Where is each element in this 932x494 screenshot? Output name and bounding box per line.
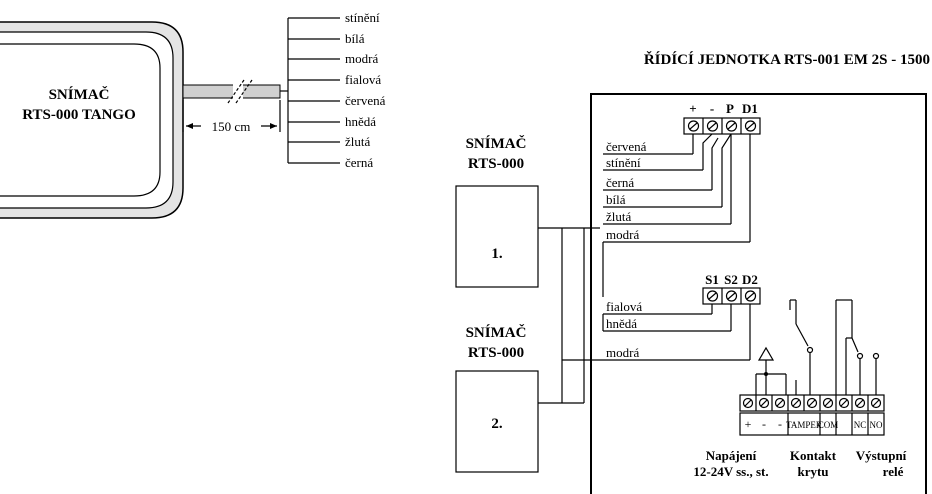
wire-1-4: žlutá [606, 209, 631, 224]
cable-color-1: bílá [345, 31, 365, 46]
terminal-1-label-0: + [689, 101, 696, 116]
cable-color-0: stínění [345, 10, 380, 25]
tamper-label-2: krytu [797, 464, 828, 479]
sensor-2-title-1: SNÍMAČ [466, 324, 527, 341]
cable-color-6: žlutá [345, 134, 370, 149]
strip-label-4: COM [818, 420, 839, 430]
strip-label-1: - [762, 417, 766, 431]
terminal-2-label-2: D2 [742, 272, 758, 287]
wire-1-2: černá [606, 175, 634, 190]
ground-symbol [755, 346, 787, 395]
bottom-terminal-strip: + - - TAMPER COM NC NO [739, 394, 885, 436]
tamper-label-1: Kontakt [790, 448, 837, 463]
cable-color-list: stínění bílá modrá fialová červená hnědá… [287, 10, 386, 170]
sensor-2: SNÍMAČ RTS-000 2. [455, 324, 539, 473]
strip-label-0: + [745, 417, 752, 431]
terminal-2-label-1: S2 [724, 272, 738, 287]
sensor-1: SNÍMAČ RTS-000 1. [455, 135, 539, 288]
block-1-wiring: červená stínění černá bílá žlutá modrá [602, 133, 751, 297]
cable-color-2: modrá [345, 51, 378, 66]
sensor-2-title-2: RTS-000 [468, 345, 524, 361]
block-2-wiring: fialová hnědá modrá [562, 299, 751, 361]
sensor-1-number: 1. [491, 246, 503, 262]
sensor-2-number: 2. [491, 416, 503, 432]
relay-label-1: Výstupní [856, 448, 907, 463]
wire-2-0: fialová [606, 299, 642, 314]
sensor-outline-title-1: SNÍMAČ [49, 86, 110, 103]
wire-2-1: hnědá [606, 316, 637, 331]
sensor-1-title-2: RTS-000 [468, 156, 524, 172]
terminal-block-1: + - P D1 [683, 101, 761, 135]
cable-length-label: 150 cm [212, 119, 251, 134]
sensor-2-box [455, 370, 539, 473]
tamper-switch [789, 299, 814, 395]
wire-2-2: modrá [606, 345, 639, 360]
relay-label-2: relé [883, 464, 904, 479]
cable-color-4: červená [345, 93, 386, 108]
cable-color-5: hnědá [345, 114, 376, 129]
wire-1-5: modrá [606, 227, 639, 242]
strip-label-5: NC [854, 420, 867, 430]
terminal-block-2: S1 S2 D2 [702, 272, 761, 305]
sensor-bus [538, 227, 600, 404]
terminal-1-label-1: - [710, 101, 714, 116]
strip-label-2: - [778, 417, 782, 431]
strip-label-6: NO [870, 420, 883, 430]
wire-1-0: červená [606, 139, 647, 154]
cable-color-3: fialová [345, 72, 381, 87]
wire-1-3: bílá [606, 192, 626, 207]
power-label-1: Napájení [706, 448, 757, 463]
wire-1-1: stínění [606, 155, 641, 170]
unit-title: ŘÍDÍCÍ JEDNOTKA RTS-001 EM 2S - 1500 [644, 51, 930, 68]
sensor-cable: 150 cm [182, 79, 288, 134]
bottom-captions: Napájení 12-24V ss., st. Kontakt krytu V… [693, 448, 906, 479]
sensor-outline-title-2: RTS-000 TANGO [22, 107, 136, 123]
output-relay [835, 299, 880, 395]
power-label-2: 12-24V ss., st. [693, 464, 768, 479]
strip-label-3: TAMPER [786, 420, 822, 430]
terminal-1-label-2: P [726, 101, 734, 116]
sensor-1-box [455, 185, 539, 288]
sensor-1-title-1: SNÍMAČ [466, 135, 527, 152]
cable-color-7: černá [345, 155, 373, 170]
terminal-2-label-0: S1 [705, 272, 719, 287]
unit-box [590, 93, 927, 494]
terminal-1-label-3: D1 [742, 101, 758, 116]
sensor-outline: SNÍMAČ RTS-000 TANGO [0, 21, 184, 219]
